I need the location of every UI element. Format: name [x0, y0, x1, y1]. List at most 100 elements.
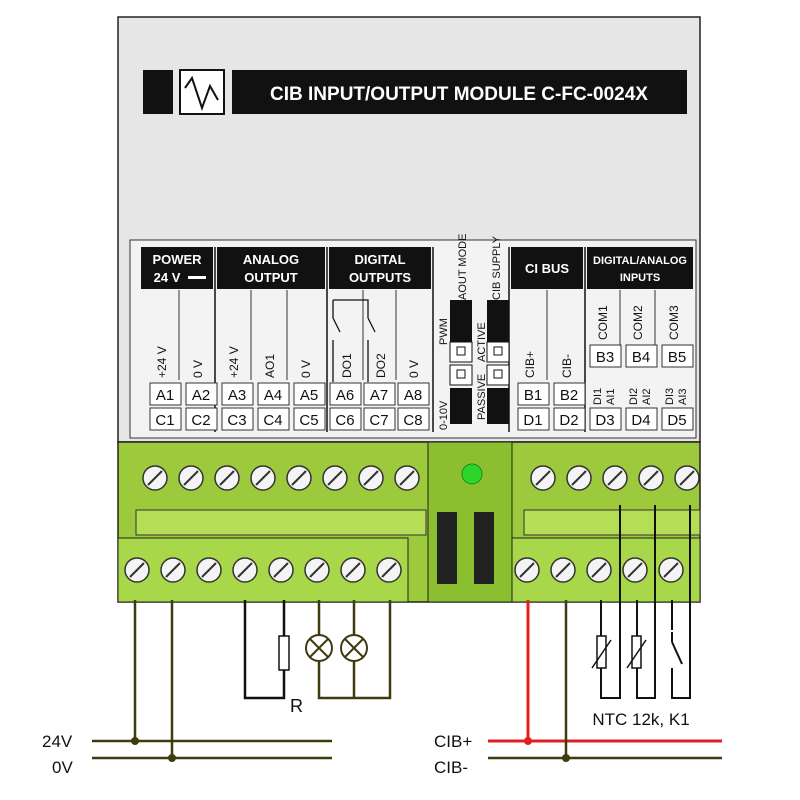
- vlabel-b2: CIB-: [560, 354, 574, 378]
- cib-supply-switch[interactable]: [486, 300, 510, 424]
- vlabel-a2: 0 V: [191, 360, 205, 378]
- header-dai-bg: [587, 247, 693, 289]
- header-analog-line1: ANALOG: [243, 252, 299, 267]
- header-power-line1: POWER: [152, 252, 202, 267]
- aout-mode-label: AOUT MODE: [457, 234, 469, 300]
- label-a7: A7: [370, 387, 388, 404]
- label-a3: A3: [228, 387, 246, 404]
- vlabel-a8: 0 V: [407, 360, 421, 378]
- header-analog-bg: [217, 247, 325, 289]
- label-a2: A2: [192, 387, 210, 404]
- cib-supply-label: CIB SUPPLY: [491, 235, 503, 300]
- label-c4: C4: [263, 412, 282, 429]
- label-b3: B3: [596, 349, 614, 366]
- sensor-label: NTC 12k, K1: [592, 710, 689, 729]
- v010-label: 0-10V: [438, 400, 450, 430]
- active-label: ACTIVE: [476, 322, 488, 362]
- label-a5: A5: [300, 387, 318, 404]
- label-d4: D4: [631, 412, 650, 429]
- label-c7: C7: [369, 412, 388, 429]
- di-ai-labels: DI1 AI1 DI2 AI2 DI3 AI3: [592, 388, 689, 405]
- dc-symbol-icon: [188, 276, 206, 279]
- label-c5: C5: [299, 412, 318, 429]
- supply-pos-label: 24V: [42, 732, 73, 751]
- vlabel-a7: DO2: [374, 353, 388, 378]
- header-cibus: CI BUS: [525, 261, 569, 276]
- b-upper-row: B3 B4 B5: [589, 344, 694, 368]
- contact-k1-icon: [666, 630, 683, 676]
- bus-connector-left: [437, 512, 457, 584]
- label-c6: C6: [335, 412, 354, 429]
- analog-wiring: [243, 600, 286, 700]
- right-vertical-labels: CIB+ CIB- COM1 COM2 COM3: [523, 305, 681, 378]
- resistor-label: R: [290, 696, 303, 716]
- screw-slots-lower: [129, 562, 679, 578]
- label-d3: D3: [595, 412, 614, 429]
- label-d1: D1: [523, 412, 542, 429]
- passive-label: PASSIVE: [476, 374, 488, 420]
- vlabel-a6: DO1: [340, 353, 354, 378]
- vlabel-a3: +24 V: [227, 346, 241, 378]
- label-b2: B2: [560, 387, 578, 404]
- vlabel-a5: 0 V: [299, 360, 313, 378]
- vlabel-b1: CIB+: [523, 351, 537, 378]
- label-c2: C2: [191, 412, 210, 429]
- header-dai-line2: INPUTS: [620, 272, 660, 284]
- logo-box: [179, 69, 225, 115]
- label-a6: A6: [336, 387, 354, 404]
- label-ai3: AI3: [677, 388, 689, 405]
- ntc-sensor-icon: [591, 635, 647, 669]
- header-analog-line2: OUTPUT: [244, 270, 298, 285]
- bus-connector-right: [474, 512, 494, 584]
- label-d5: D5: [667, 412, 686, 429]
- label-b4: B4: [632, 349, 650, 366]
- label-c1: C1: [155, 412, 174, 429]
- relay-contact-icon: [332, 299, 376, 382]
- a-row: A1 A2 A3 A4 A5 A6 A7 A8: [149, 382, 430, 406]
- lamp-icon: [305, 634, 368, 662]
- header-power-bg: [141, 247, 213, 289]
- vlabel-com2: COM2: [631, 305, 645, 340]
- vlabel-a1: +24 V: [155, 346, 169, 378]
- aout-mode-switch[interactable]: [449, 300, 473, 424]
- bus-neg-label: CIB-: [434, 758, 468, 777]
- label-di3: DI3: [664, 388, 676, 405]
- label-di2: DI2: [628, 388, 640, 405]
- header-digital-line1: DIGITAL: [354, 252, 405, 267]
- header-cibus-bg: [511, 247, 583, 289]
- title-block-left: [143, 70, 173, 114]
- wave-logo-icon: [184, 75, 219, 112]
- label-ai1: AI1: [605, 388, 617, 405]
- label-di1: DI1: [592, 388, 604, 405]
- label-a1: A1: [156, 387, 174, 404]
- supply-junctions: [131, 737, 176, 762]
- bus-junction-neg: [562, 754, 570, 762]
- c-row: C1 C2 C3 C4 C5 C6 C7 C8: [149, 407, 430, 431]
- left-vertical-labels: +24 V 0 V +24 V AO1 0 V DO1 DO2 0 V: [155, 346, 421, 378]
- label-a8: A8: [404, 387, 422, 404]
- bus-wiring: [488, 600, 722, 760]
- module-title: CIB INPUT/OUTPUT MODULE C-FC-0024X: [270, 84, 648, 105]
- bus-pos-label: CIB+: [434, 732, 472, 751]
- label-c8: C8: [403, 412, 422, 429]
- header-dai-line1: DIGITAL/ANALOG: [593, 255, 687, 267]
- supply-neg-label: 0V: [52, 758, 73, 777]
- screw-slots-upper: [147, 470, 695, 486]
- label-d2: D2: [559, 412, 578, 429]
- label-b5: B5: [668, 349, 686, 366]
- label-ai2: AI2: [641, 388, 653, 405]
- column-dividers: [178, 290, 656, 380]
- vlabel-a4: AO1: [263, 354, 277, 378]
- pwm-label: PWM: [438, 318, 450, 345]
- label-a4: A4: [264, 387, 282, 404]
- resistor-icon: [278, 635, 290, 671]
- vlabel-com1: COM1: [596, 305, 610, 340]
- supply-wiring: [92, 600, 332, 760]
- bus-junction-pos: [524, 737, 532, 745]
- label-b1: B1: [524, 387, 542, 404]
- label-c3: C3: [227, 412, 246, 429]
- header-digital-bg: [329, 247, 431, 289]
- d-row: D1 D2 D3 D4 D5: [517, 407, 694, 431]
- vlabel-com3: COM3: [667, 305, 681, 340]
